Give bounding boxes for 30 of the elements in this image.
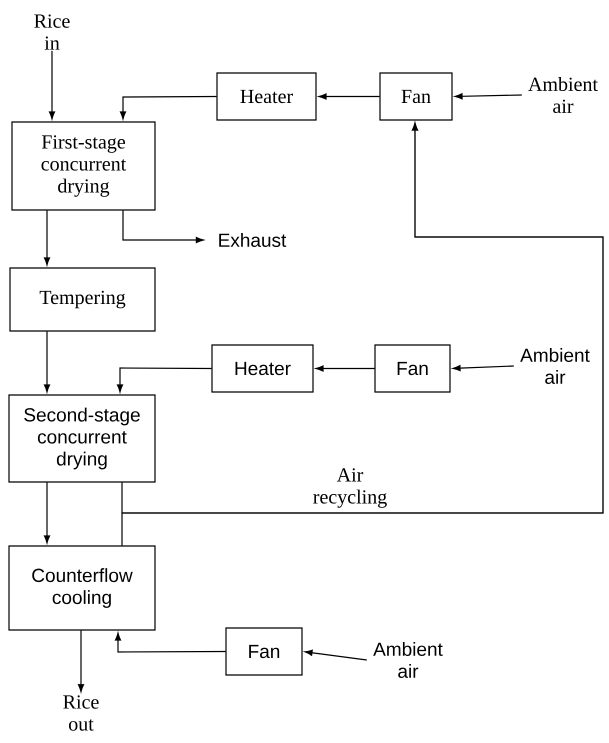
arrow [48, 50, 56, 120]
process-box: Fan [225, 627, 303, 676]
flow-label: Rice in [34, 14, 70, 50]
arrow [304, 650, 367, 661]
process-box: Second-stage concurrent drying [8, 394, 156, 483]
flow-label: Ambient air [520, 348, 590, 384]
arrow [316, 365, 374, 372]
arrow [116, 367, 212, 392]
process-box: Heater [216, 72, 317, 121]
arrow [44, 482, 50, 544]
process-box: Heater [211, 344, 314, 393]
process-box: Tempering [9, 267, 156, 332]
edge-label: Air recycling [309, 467, 391, 509]
flow-label: Ambient air [528, 76, 598, 114]
arrow [120, 96, 216, 120]
flow-label: Exhaust [219, 233, 286, 247]
arrow [122, 210, 204, 244]
flow-label: Rice out [63, 695, 99, 731]
arrow [78, 630, 84, 692]
arrow [114, 632, 226, 653]
process-box: Counterflow cooling [8, 545, 156, 631]
arrow [318, 93, 380, 100]
process-box: First-stage concurrent drying [11, 121, 156, 211]
arrow [44, 332, 50, 392]
arrow [452, 365, 514, 372]
process-box: Fan [374, 344, 451, 393]
arrow [44, 210, 50, 266]
flow-label: Ambient air [373, 642, 443, 678]
arrow [454, 93, 522, 100]
process-box: Fan [379, 72, 453, 121]
